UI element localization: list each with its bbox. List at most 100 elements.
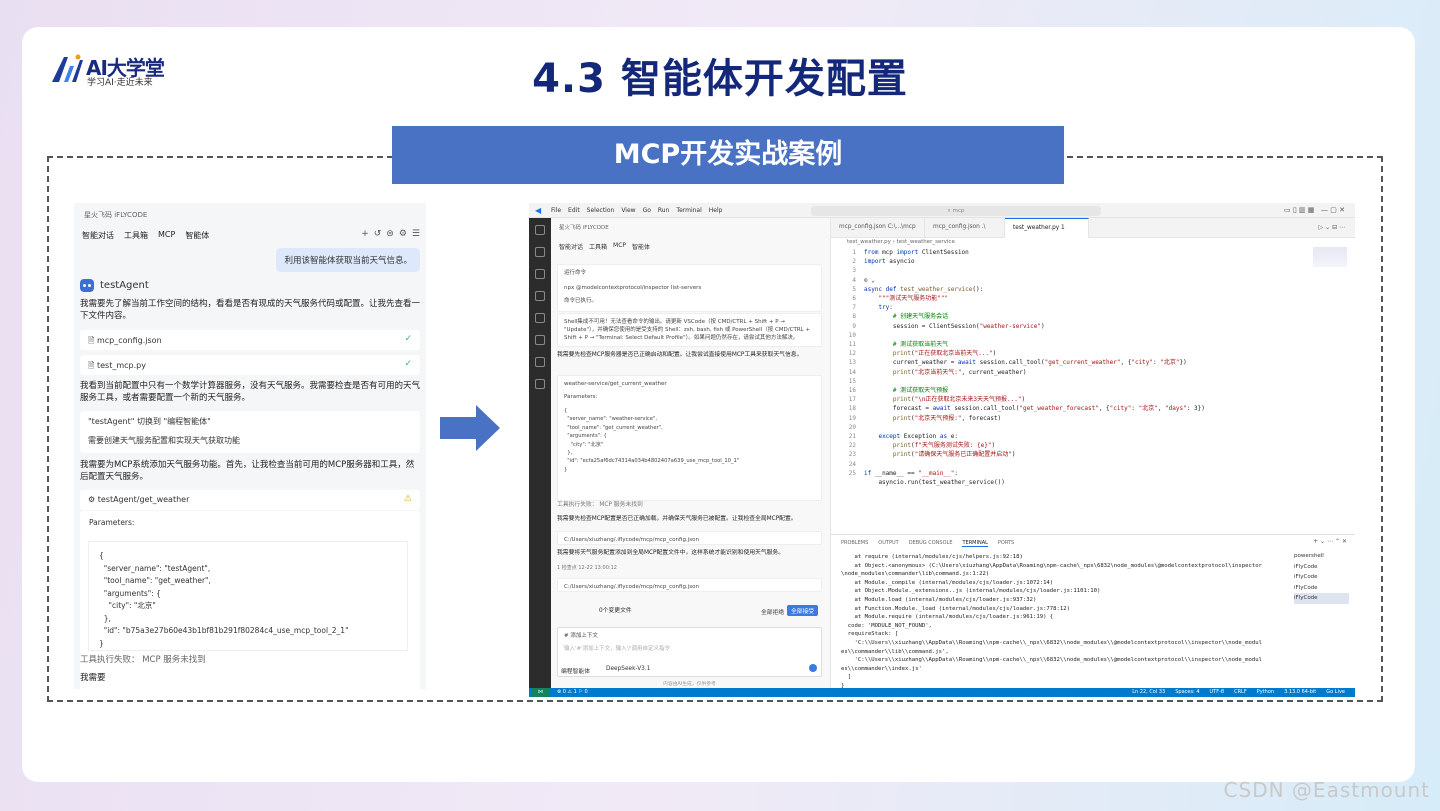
reject-all-button[interactable]: 全部拒绝: [761, 610, 785, 616]
file-path: C:/Users/xiuzhang/.iflycode/mcp/mcp_conf…: [564, 537, 699, 543]
remote-icon[interactable]: ⋈: [532, 688, 549, 697]
agent-selector[interactable]: 编程智能体: [561, 669, 590, 675]
tab-agent[interactable]: 智能体: [632, 244, 651, 251]
run-debug-icon[interactable]: [535, 291, 545, 301]
tab-toolbox[interactable]: 工具箱: [124, 231, 148, 240]
accept-all-button[interactable]: 全部接受: [787, 605, 819, 616]
plus-icon[interactable]: +: [361, 229, 369, 239]
logo: AI大学堂 学习AI·走近未来: [50, 52, 190, 88]
list-icon[interactable]: ☰: [411, 229, 420, 239]
terminal-item[interactable]: iFlyCode: [1294, 593, 1349, 604]
run-icon[interactable]: ▷ ⌄ ⊟ ⋯: [1318, 224, 1345, 231]
agent-message: 我需要为MCP系统添加天气服务功能。首先，让我检查当前可用的MCP服务器和工具，…: [80, 460, 415, 482]
shell-warning: Shell集成不可用！无法查看命令的输出。请更新 VSCode（按 CMD/CT…: [557, 313, 822, 347]
chat-input[interactable]: # 添加上下文 输入'#'添加上下文，输入'/'调用自定义指令: [557, 627, 822, 677]
send-icon[interactable]: [809, 664, 817, 672]
tool-call-name: testAgent/get_weather: [97, 495, 190, 504]
gear-icon[interactable]: ⚙: [398, 229, 407, 239]
agent-switch-card: "testAgent" 切换到 "编程智能体" 需要创建天气服务配置和实现天气获…: [80, 411, 420, 453]
agent-message: 我需要将天气服务配置添加到全局MCP配置文件中，这样系统才能识别和使用天气服务。: [557, 550, 785, 556]
encoding[interactable]: UTF-8: [1209, 689, 1225, 695]
tool-call-card[interactable]: ⚙ testAgent/get_weather ⚠: [80, 490, 420, 510]
terminal-output[interactable]: at require (internal/modules/cjs/helpers…: [841, 554, 1262, 697]
python-version[interactable]: 3.13.0 64-bit: [1284, 689, 1317, 695]
params-label: Parameters:: [89, 518, 135, 527]
extensions-icon[interactable]: [535, 313, 545, 323]
tab-mcp[interactable]: MCP: [158, 230, 176, 239]
status-problems[interactable]: ⊗ 0 ⚠ 1 ⚐ 0: [557, 689, 588, 695]
tab-debug-console[interactable]: DEBUG CONSOLE: [908, 540, 953, 546]
remote-icon[interactable]: [535, 335, 545, 345]
explorer-icon[interactable]: [535, 225, 545, 235]
menu-edit[interactable]: Edit: [568, 207, 580, 214]
tab-problems[interactable]: PROBLEMS: [841, 540, 869, 546]
chat-tabs: 智能对话 工具箱 MCP 智能体: [82, 230, 209, 241]
command-center-search[interactable]: ⌕ mcp: [811, 206, 1101, 216]
terminal-item[interactable]: powershell: [1294, 553, 1324, 559]
run-command-block: 运行命令 npx @modelcontextprotocol/inspector…: [557, 264, 822, 312]
minimap[interactable]: [1313, 247, 1347, 267]
file-card[interactable]: C:/Users/xiuzhang/.iflycode/mcp/mcp_conf…: [557, 531, 822, 545]
panel-actions[interactable]: + ⌄ ⋯ ⌃ ✕: [1313, 538, 1347, 545]
go-live[interactable]: Go Live: [1326, 689, 1345, 695]
gear-icon: ⚙: [88, 495, 98, 504]
add-context-button[interactable]: # 添加上下文: [564, 633, 598, 639]
line-ending[interactable]: CRLF: [1234, 689, 1247, 695]
tab-mcp[interactable]: MCP: [613, 242, 627, 249]
command-text: npx @modelcontextprotocol/inspector list…: [564, 285, 702, 291]
search-icon[interactable]: [535, 247, 545, 257]
cursor-position[interactable]: Ln 22, Col 33: [1132, 689, 1166, 695]
editor-tabs: mcp_config.json C:\...\mcp mcp_config.js…: [831, 218, 1355, 238]
menu-go[interactable]: Go: [642, 207, 651, 214]
tab-toolbox[interactable]: 工具箱: [589, 244, 608, 251]
panel-tabs: PROBLEMS OUTPUT DEBUG CONSOLE TERMINAL P…: [841, 540, 1014, 547]
tab-chat[interactable]: 智能对话: [559, 244, 584, 251]
tab-mcp-config-local[interactable]: mcp_config.json .\: [925, 218, 1005, 238]
file-name: test_mcp.py: [96, 361, 146, 370]
terminal-item[interactable]: iFlyCode: [1294, 563, 1318, 570]
terminal-item[interactable]: iFlyCode: [1294, 574, 1318, 580]
file-card[interactable]: 🗎 mcp_config.json ✓: [80, 330, 420, 350]
panel-title: 星火飞码 iFLYCODE: [84, 211, 148, 219]
language-mode[interactable]: Python: [1256, 689, 1275, 695]
tab-test-weather[interactable]: test_weather.py 1: [1005, 218, 1089, 238]
agent-header: testAgent: [80, 279, 149, 292]
model-selector[interactable]: DeepSeek-V3.1: [606, 666, 651, 672]
agent-message: 我需要先检查MCP配置是否已正确加载，并确保天气服务已被配置。让我检查全局MCP…: [557, 516, 797, 522]
file-card[interactable]: 🗎 test_mcp.py ✓: [80, 355, 420, 375]
menu-selection[interactable]: Selection: [586, 207, 615, 214]
agent-icon[interactable]: ⊜: [386, 229, 394, 239]
menu-file[interactable]: File: [551, 207, 562, 214]
terminal-item[interactable]: iFlyCode: [1294, 584, 1318, 591]
tab-ports[interactable]: PORTS: [997, 540, 1015, 546]
tool-fail: 工具执行失败： MCP 服务未找到: [80, 655, 206, 665]
source-control-icon[interactable]: [535, 269, 545, 279]
code-editor[interactable]: 1 2 3 4 5 6 7 8 9 10 11 12 13 14 15 16 1…: [848, 249, 1205, 487]
testing-icon[interactable]: [535, 357, 545, 367]
switch-desc: 需要创建天气服务配置和实现天气获取功能: [88, 436, 240, 445]
file-icon: 🗎: [88, 361, 97, 370]
window-controls[interactable]: ▭ ▯ ▥ ▦ — ▢ ✕: [1284, 206, 1345, 214]
robot-icon: [80, 279, 94, 292]
file-card[interactable]: C:/Users/xiuzhang/.iflycode/mcp/mcp_conf…: [557, 578, 822, 592]
history-icon[interactable]: ↺: [373, 229, 382, 239]
tool-fail: 工具执行失败： MCP 服务未找到: [557, 502, 643, 508]
watermark: CSDN @Eastmount: [1223, 778, 1430, 802]
menu-terminal[interactable]: Terminal: [676, 207, 702, 214]
tab-output[interactable]: OUTPUT: [878, 540, 899, 546]
menu-view[interactable]: View: [621, 207, 636, 214]
tool-call-name[interactable]: weather-service/get_current_weather: [564, 381, 667, 387]
params-code: { "server_name": "testAgent", "tool_name…: [88, 541, 408, 651]
tab-mcp-config-global[interactable]: mcp_config.json C:\...\mcp: [831, 218, 925, 238]
menu-help[interactable]: Help: [708, 207, 723, 214]
terminal-list: powershell iFlyCode iFlyCode iFlyCode iF…: [1294, 551, 1349, 604]
tab-agent[interactable]: 智能体: [185, 231, 210, 240]
iflycode-icon[interactable]: [535, 379, 545, 389]
title-bar: ◀ File Edit Selection View Go Run Termin…: [529, 203, 1355, 218]
logo-title: AI大学堂: [86, 56, 165, 80]
tab-chat[interactable]: 智能对话: [82, 231, 114, 240]
tab-terminal[interactable]: TERMINAL: [962, 540, 988, 547]
indentation[interactable]: Spaces: 4: [1175, 689, 1200, 695]
logo-subtitle: 学习AI·走近未来: [87, 78, 153, 88]
menu-run[interactable]: Run: [657, 207, 670, 214]
